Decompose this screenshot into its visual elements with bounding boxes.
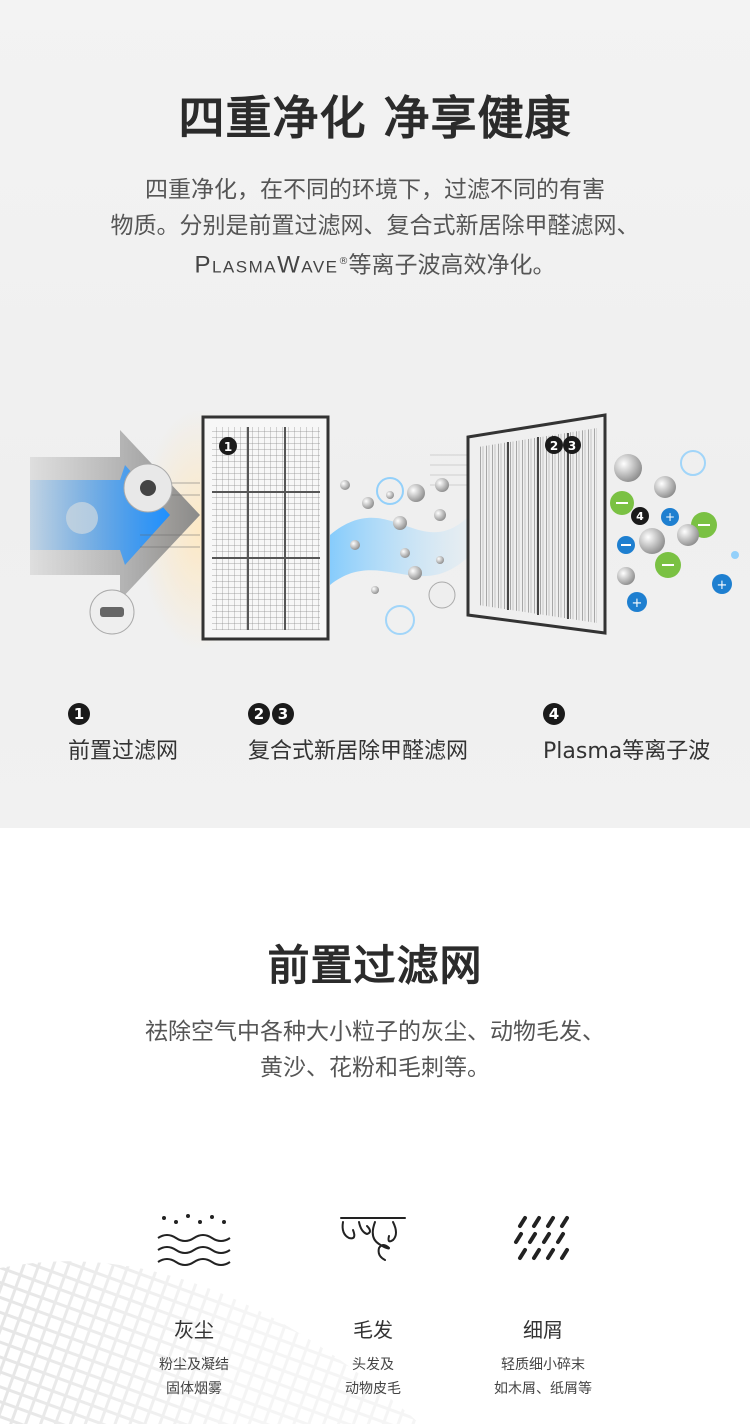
item-desc: 轻质细小碎末 如木屑、纸屑等 [463,1353,623,1401]
item-desc-line: 如木屑、纸屑等 [494,1381,592,1397]
feature-number: 3 [272,703,294,725]
registered-mark: ® [338,256,349,267]
item-debris: 细屑 轻质细小碎末 如木屑、纸屑等 [463,1212,623,1401]
filter1-badge: 1 [224,440,232,454]
intro-line-3: PlasmaWave®等离子波高效净化。 [0,244,750,284]
item-desc-line: 动物皮毛 [345,1381,401,1397]
filter-illustration: 1 2 3 4 + [30,410,739,650]
feature-label: 复合式新居除甲醛滤网 [248,739,469,764]
section-title: 前置过滤网 [267,941,483,990]
page-title: 四重净化 净享健康 [178,91,572,145]
intro-line-2: 物质。分别是前置过滤网、复合式新居除甲醛滤网、 [110,213,640,239]
plasmawave-brand: PlasmaWave [194,251,339,279]
filter2-badge-a: 2 [550,439,558,453]
feature-number: 1 [68,703,90,725]
item-name: 细屑 [523,1318,563,1342]
feature-plasma: 4 Plasma等离子波 [543,703,710,765]
item-desc-line: 轻质细小碎末 [501,1357,585,1373]
feature-number: 4 [543,703,565,725]
svg-text:+: + [717,578,728,593]
svg-text:+: + [665,510,675,524]
mesh-background [0,1261,420,1424]
prefilter-description: 祛除空气中各种大小粒子的灰尘、动物毛发、 黄沙、花粉和毛刺等。 [0,1014,750,1086]
ion-badge: 4 [636,510,644,523]
item-desc-line: 粉尘及凝结 [159,1357,229,1373]
item-desc-line: 固体烟雾 [166,1381,222,1397]
item-desc: 粉尘及凝结 固体烟雾 [114,1353,274,1401]
item-name: 灰尘 [174,1318,214,1342]
debris-icon [514,1216,569,1260]
item-name: 毛发 [353,1318,393,1342]
intro-line-3-rest: 等离子波高效净化。 [348,252,556,279]
item-dust: 灰尘 粉尘及凝结 固体烟雾 [114,1212,274,1401]
intro-text: 四重净化，在不同的环境下，过滤不同的有害 物质。分别是前置过滤网、复合式新居除甲… [0,172,750,284]
desc-line-2: 黄沙、花粉和毛刺等。 [260,1055,490,1081]
dust-icon [157,1214,231,1266]
item-hair: 毛发 头发及 动物皮毛 [293,1212,453,1401]
prefilter-section: 前置过滤网 祛除空气中各种大小粒子的灰尘、动物毛发、 黄沙、花粉和毛刺等。 [0,828,750,1424]
intro-line-1: 四重净化，在不同的环境下，过滤不同的有害 [145,177,605,203]
item-desc-line: 头发及 [352,1357,394,1373]
feature-number: 2 [248,703,270,725]
hair-icon [340,1217,406,1261]
feature-composite-filter: 2 3 复合式新居除甲醛滤网 [248,703,468,765]
feature-prefilter: 1 前置过滤网 [68,703,178,765]
feature-label: 前置过滤网 [68,739,179,764]
item-desc: 头发及 动物皮毛 [293,1353,453,1401]
filter2-badge-b: 3 [568,439,576,453]
desc-line-1: 祛除空气中各种大小粒子的灰尘、动物毛发、 [145,1019,605,1045]
svg-text:+: + [632,596,643,611]
feature-label: Plasma等离子波 [543,739,711,764]
purification-section: 四重净化 净享健康 四重净化，在不同的环境下，过滤不同的有害 物质。分别是前置过… [0,0,750,828]
